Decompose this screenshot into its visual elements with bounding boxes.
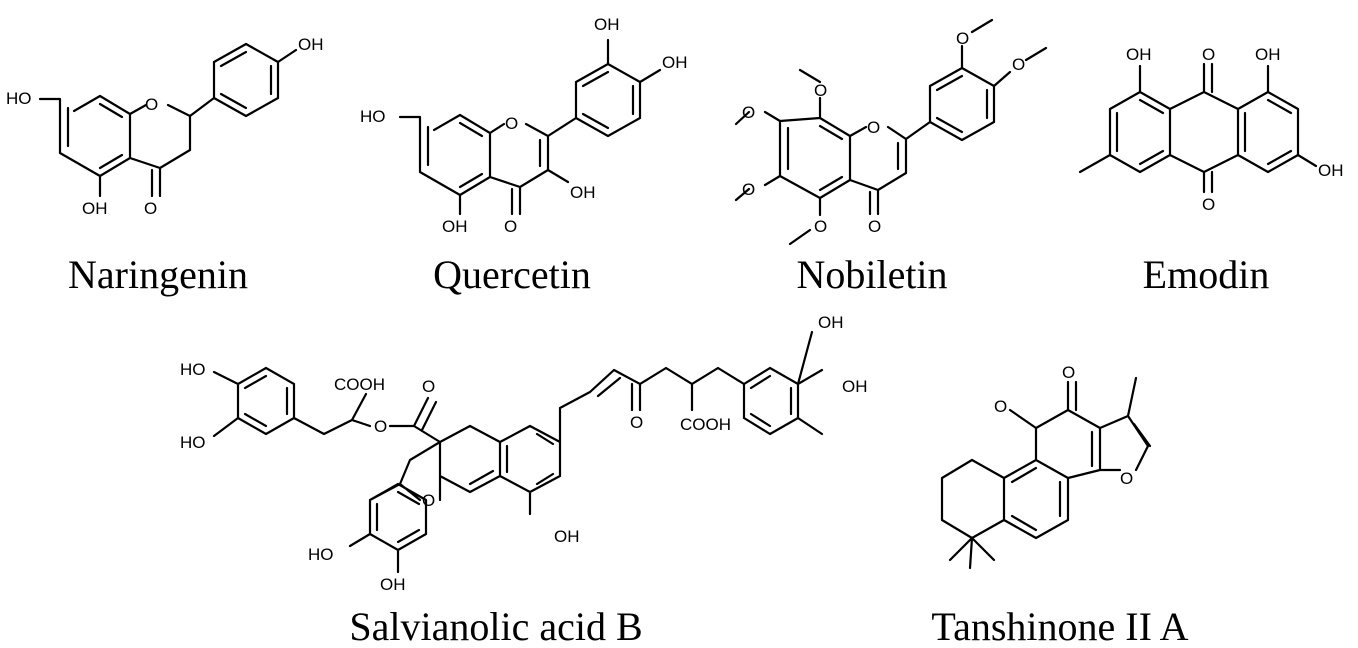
atom-label: OH: [1255, 45, 1281, 64]
atom-label: O: [814, 81, 827, 100]
atom-label: O: [144, 199, 157, 218]
compound-name-quercetin: Quercetin: [433, 252, 591, 297]
atom-label: OH: [554, 527, 580, 546]
atom-label: O: [505, 114, 518, 133]
atom-label: O: [1202, 45, 1215, 64]
atom-label: O: [1012, 55, 1025, 74]
atom-label: OH: [298, 35, 324, 54]
structure-tanshinone-iia: O O O Tanshinone II A: [931, 363, 1188, 648]
atom-label: OH: [818, 313, 844, 332]
atom-label: OH: [380, 575, 406, 594]
atom-label: O: [630, 413, 643, 432]
atom-label: OH: [594, 15, 620, 34]
compound-name-naringenin: Naringenin: [68, 252, 248, 297]
atom-label: O: [374, 417, 387, 436]
atom-label: O: [956, 29, 969, 48]
atom-label: HO: [180, 433, 206, 452]
atom-label: HO: [180, 360, 206, 379]
atom-label: OH: [842, 377, 868, 396]
atom-label: HO: [360, 107, 386, 126]
atom-label: O: [145, 95, 158, 114]
atom-label: O: [504, 217, 517, 236]
atom-label: O: [814, 217, 827, 236]
atom-label: OH: [442, 217, 468, 236]
atom-label: HO: [308, 545, 334, 564]
atom-label: O: [742, 103, 755, 122]
atom-label: OH: [82, 199, 108, 218]
atom-label: O: [422, 377, 435, 396]
atom-label: O: [1120, 469, 1133, 488]
atom-label: O: [1062, 363, 1075, 382]
compound-name-tanshinone-iia: Tanshinone II A: [931, 604, 1188, 648]
structure-emodin: OH O OH OH O Emodin: [1078, 45, 1344, 297]
atom-label: COOH: [680, 415, 731, 434]
structure-quercetin: OH OH HO O OH OH O Quercetin: [360, 15, 688, 297]
atom-label: O: [868, 217, 881, 236]
atom-label: OH: [1126, 45, 1152, 64]
atom-label: HO: [6, 89, 32, 108]
structure-salvianolic-acid-b: HO HO COOH O O O COOH OH OH O OH HO OH S…: [180, 313, 868, 648]
compound-name-emodin: Emodin: [1143, 252, 1270, 297]
atom-label: OH: [1318, 161, 1344, 180]
atom-label: O: [742, 180, 755, 199]
atom-label: OH: [570, 183, 596, 202]
atom-label: OH: [662, 53, 688, 72]
structure-nobiletin: O O O O O O O O Nobiletin: [734, 18, 1048, 297]
compound-name-nobiletin: Nobiletin: [796, 252, 947, 297]
atom-label: O: [994, 397, 1007, 416]
atom-label: COOH: [334, 375, 385, 394]
atom-label: O: [422, 491, 435, 510]
structure-naringenin: OH HO O OH O Naringenin: [6, 35, 324, 297]
atom-label: O: [867, 118, 880, 137]
compound-name-salvianolic-acid-b: Salvianolic acid B: [349, 604, 642, 648]
atom-label: O: [1202, 195, 1215, 214]
